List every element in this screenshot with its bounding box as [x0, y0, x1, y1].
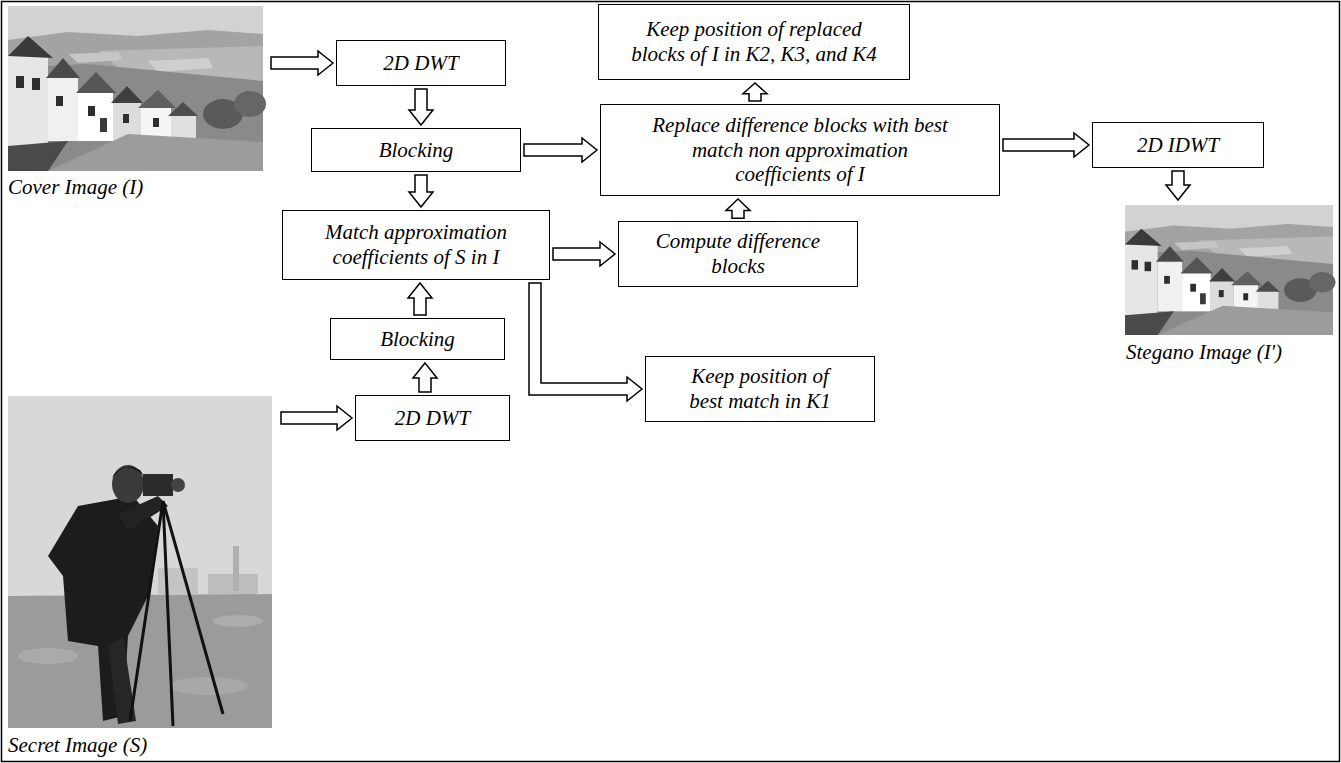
cameraman-photo-part	[48, 496, 158, 721]
box-label: 2D DWT	[395, 406, 470, 431]
block-arrow	[524, 138, 597, 162]
block-arrow	[409, 89, 433, 125]
process-box: Match approximation coefficients of S in…	[282, 210, 550, 280]
box-label: Compute difference blocks	[634, 229, 842, 279]
process-box: Keep position of best match in K1	[645, 356, 875, 422]
process-box: Replace difference blocks with best matc…	[600, 104, 1000, 196]
block-arrow	[726, 199, 750, 218]
cameraman-photo-part	[158, 568, 198, 594]
block-arrow	[413, 363, 437, 392]
box-label: Keep position of replaced blocks of I in…	[621, 17, 887, 67]
stegano-photo	[1125, 205, 1335, 335]
process-box: 2D IDWT	[1092, 122, 1264, 168]
box-label: Blocking	[380, 327, 455, 352]
box-label: Blocking	[379, 138, 454, 163]
block-arrow	[529, 283, 642, 401]
cameraman-photo-part	[130, 501, 163, 721]
process-box: 2D DWT	[336, 40, 506, 86]
box-label: 2D DWT	[383, 51, 458, 76]
process-box: Compute difference blocks	[618, 221, 858, 287]
cameraman-photo-part	[168, 677, 248, 695]
block-arrow	[408, 283, 432, 315]
image-caption: Cover Image (I)	[8, 175, 143, 200]
cameraman-photo-part	[112, 465, 144, 503]
block-arrow	[743, 83, 767, 101]
process-box: 2D DWT	[355, 395, 510, 441]
block-arrow	[281, 406, 352, 430]
box-label: Match approximation coefficients of S in…	[303, 220, 529, 270]
cameraman-photo	[8, 396, 272, 728]
image-caption: Secret Image (S)	[8, 733, 147, 758]
box-label: Keep position of best match in K1	[676, 364, 844, 414]
cameraman-photo-part	[18, 648, 78, 664]
cameraman-photo-part	[112, 467, 144, 478]
process-box: Blocking	[311, 128, 521, 172]
image-node: Secret Image (S)	[4, 394, 278, 758]
cameraman-photo-part	[163, 501, 223, 714]
process-box: Keep position of replaced blocks of I in…	[598, 4, 910, 80]
process-box: Blocking	[330, 318, 505, 360]
cameraman-photo-part	[213, 615, 263, 627]
cameraman-photo-part	[171, 478, 185, 492]
block-arrow	[553, 242, 615, 266]
box-label: Replace difference blocks with best matc…	[649, 113, 951, 187]
image-node: Stegano Image (I')	[1122, 203, 1336, 365]
block-arrow	[1003, 133, 1089, 157]
block-arrow	[271, 51, 333, 75]
block-arrow	[409, 175, 433, 207]
block-arrow	[1166, 171, 1190, 200]
image-node: Cover Image (I)	[4, 4, 268, 200]
cameraman-photo-part	[8, 396, 272, 728]
cameraman-photo-part	[143, 474, 173, 496]
image-caption: Stegano Image (I')	[1126, 340, 1282, 365]
cameraman-photo-part	[233, 546, 239, 591]
cover-photo	[8, 6, 266, 171]
box-label: 2D IDWT	[1137, 133, 1219, 158]
